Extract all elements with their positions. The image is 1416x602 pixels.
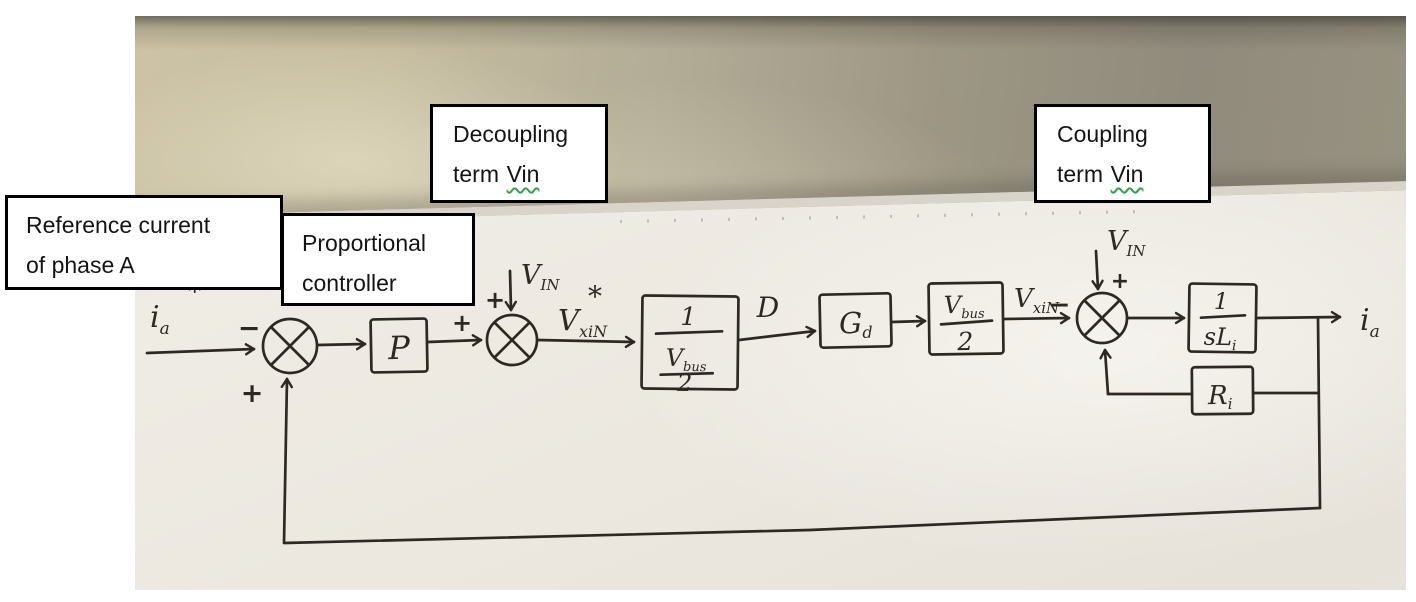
summing-junction-2 (485, 313, 539, 367)
arrow-sum2-to-inverse-gain (536, 335, 636, 349)
inductor-denominator: sLi (1203, 323, 1236, 354)
proportional-line2: controller (302, 270, 397, 296)
sign-minus-input: − (238, 313, 261, 344)
inverse-vbus-numerator: 1 (680, 302, 696, 331)
output-arrow (1255, 310, 1342, 324)
reference-current-box: Reference current of phase A (5, 195, 283, 290)
feedback-branch-vertical (1316, 316, 1322, 510)
proportional-line1: Proportional (302, 230, 427, 256)
input-label: ia (150, 300, 170, 339)
ri-label: Ri (1207, 381, 1233, 413)
arrow-duty (737, 325, 817, 342)
vin2-arrow (1091, 249, 1104, 291)
p-block-frame (369, 317, 429, 374)
vxin-label: VxiN (1014, 284, 1060, 317)
gd-label: Gd (839, 306, 873, 343)
arrow-sum1-to-p (316, 337, 367, 351)
vin1-arrow (504, 269, 517, 312)
summing-circle-1 (261, 317, 319, 375)
reference-current-line2: of phase A (26, 252, 135, 278)
output-label: ia (1360, 303, 1380, 342)
vin2-label: VIN (1107, 226, 1146, 260)
sign-plus-vin2: + (1111, 269, 1129, 294)
duty-label: D (756, 291, 779, 324)
coupling-term-box: Coupling term Vin (1034, 104, 1211, 203)
gd-block: Gd (818, 291, 893, 350)
inductor-bar (1199, 313, 1247, 320)
inductor-numerator: 1 (1214, 289, 1229, 315)
decoupling-vin-word: Vin (506, 161, 540, 187)
input-arrow (145, 343, 256, 356)
decoupling-term-word: term (453, 161, 499, 187)
p-block: P (369, 317, 429, 374)
arrow-gd-to-vbus (890, 315, 927, 328)
arrow-p-to-sum2 (426, 334, 483, 347)
vin-coupling-input: VIN + (1091, 226, 1146, 294)
p-block-label: P (387, 329, 411, 367)
proportional-controller-box: Proportional controller (281, 213, 475, 306)
decoupling-term-box: Decoupling term Vin (430, 104, 608, 203)
vxin-ref-star: * (588, 280, 602, 313)
vxin-ref-label: VxiN * (558, 280, 608, 341)
coupling-term-word: term (1057, 161, 1103, 187)
ri-frame (1190, 365, 1255, 416)
ri-feedback: Ri (1099, 348, 1320, 416)
gd-frame (818, 291, 893, 350)
summing-junction-3 (1075, 291, 1129, 345)
inverse-vbus-denominator: 2 (676, 369, 693, 397)
ri-arrow-up (1099, 348, 1112, 396)
summing-cross-1 (270, 326, 310, 366)
arrow-vbus-to-sum3 (1002, 311, 1071, 325)
vbus-half-denominator: 2 (956, 327, 973, 356)
inverse-vbus-block: 1 Vbus 2 (640, 294, 740, 397)
vin1-label: VIN (521, 260, 560, 294)
sign-minus-vxin: − (1050, 290, 1071, 319)
vbus-half-block: Vbus 2 (927, 281, 1005, 356)
inverse-vbus-vbus: Vbus (666, 344, 707, 375)
summing-cross-2 (493, 321, 531, 359)
coupling-line1: Coupling (1057, 121, 1148, 147)
decoupling-line2: term Vin (453, 154, 597, 194)
inductor-block: 1 sLi (1187, 282, 1258, 354)
decoupling-line1: Decoupling (453, 121, 569, 147)
inverse-vbus-main-bar (654, 329, 724, 335)
coupling-line2: term Vin (1057, 154, 1200, 194)
sign-plus-feedback: + (241, 378, 264, 409)
vxin-ref-text: VxiN (558, 303, 608, 341)
inverse-vbus-frame (640, 294, 740, 391)
output-signal: ia (1255, 303, 1380, 342)
reference-current-line1: Reference current (26, 212, 211, 238)
sign-plus-p-out: + (452, 309, 472, 337)
vin-decoupling-input: VIN + (485, 260, 560, 314)
vbus-half-frame (927, 281, 1005, 356)
inverse-vbus-sub-bar (659, 371, 715, 377)
outer-feedback-loop (280, 377, 1322, 545)
summing-cross-3 (1083, 299, 1121, 337)
coupling-vin-word: Vin (1110, 161, 1144, 187)
vbus-half-numerator: Vbus (944, 291, 985, 323)
vbus-half-bar (939, 319, 994, 326)
sign-plus-vin1: + (485, 286, 505, 314)
summing-junction-1: − + (238, 313, 319, 409)
